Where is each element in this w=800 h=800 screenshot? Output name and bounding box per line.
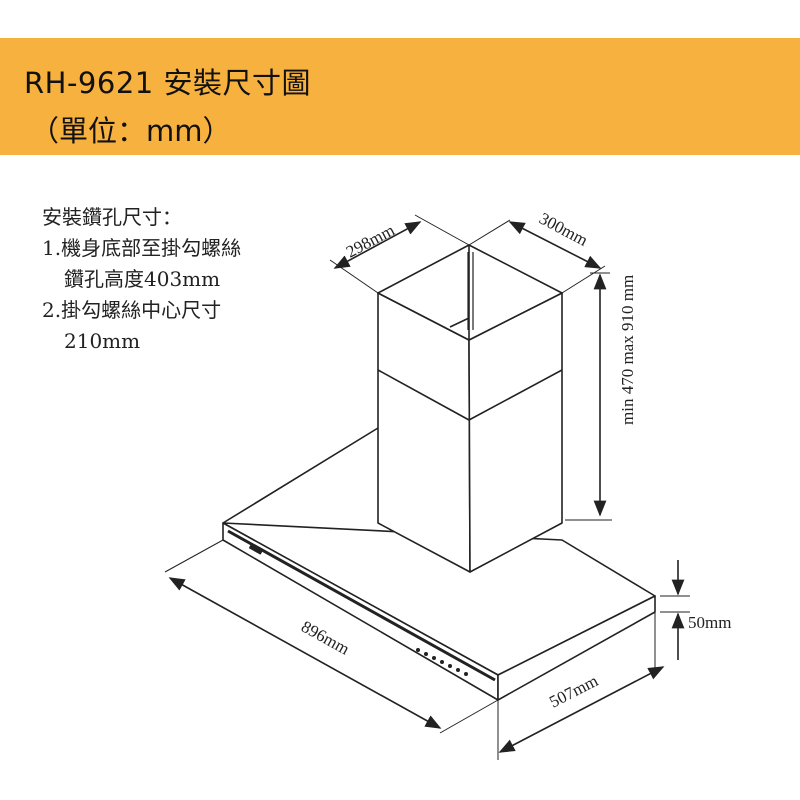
hood-depth-label: 507mm	[546, 671, 601, 712]
page-title: RH-9621 安裝尺寸圖	[24, 66, 311, 100]
chimney-right-face	[468, 292, 563, 573]
note-2-line-1: 2.掛勾螺絲中心尺寸	[42, 298, 222, 322]
unit-label: （單位：mm）	[30, 114, 232, 148]
hood-width-label: 896mm	[298, 617, 353, 659]
chimney-height-label: min 470 max 910 mm	[618, 275, 637, 425]
bracket	[467, 252, 474, 330]
note-2-line-2: 210mm	[64, 329, 141, 353]
hood-thickness-label: 50mm	[688, 613, 731, 632]
chimney-left-face	[377, 292, 471, 573]
notes-heading: 安裝鑽孔尺寸：	[42, 205, 182, 229]
chimney-joint-line	[377, 369, 563, 421]
logo-plate	[248, 543, 264, 555]
note-1-line-1: 1.機身底部至掛勾螺絲	[42, 236, 242, 260]
installation-notes: 安裝鑽孔尺寸： 1.機身底部至掛勾螺絲 鑽孔高度403mm 2.掛勾螺絲中心尺寸…	[42, 202, 241, 357]
chimney-depth-label: 298mm	[343, 220, 398, 261]
chimney-width-label: 300mm	[536, 209, 591, 250]
note-1-line-2: 鑽孔高度403mm	[64, 267, 221, 291]
title-banner	[0, 38, 800, 155]
chimney-inner-edge	[449, 245, 470, 340]
